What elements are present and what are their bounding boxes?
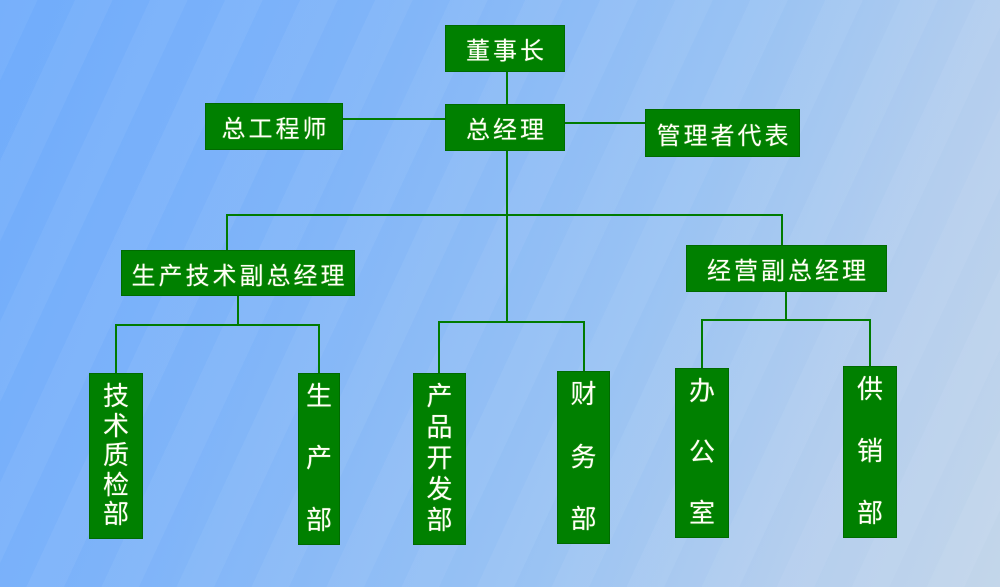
connector-drop-tech-qc [115, 324, 117, 373]
connector-drop-production-deputy [226, 214, 228, 250]
vertical-label-char: 部 [570, 505, 597, 535]
vertical-label-char: 质 [102, 441, 129, 471]
vertical-label-char: 检 [102, 470, 129, 501]
vertical-label-char: 供 [856, 375, 883, 405]
node-general-manager-label: 总经理 [466, 116, 547, 144]
vertical-label-char: 品 [426, 413, 453, 443]
node-finance-dept: 财务部 [557, 371, 610, 544]
node-production-tech-deputy-gm: 生产技术副总经理 [121, 250, 355, 296]
connector-production-deputy-down [237, 296, 239, 326]
vertical-label-char: 生 [305, 382, 332, 412]
vertical-label-char: 产 [305, 444, 332, 474]
connector-gm-down [506, 151, 508, 216]
vertical-label-char: 务 [570, 442, 597, 473]
node-chairman-label: 董事长 [466, 37, 547, 65]
node-product-development-dept: 产品开发部 [413, 373, 466, 545]
node-tech-quality-inspection-dept: 技术质检部 [89, 373, 143, 539]
node-management-representative: 管理者代表 [645, 109, 800, 157]
node-chief-engineer-label: 总工程师 [221, 115, 330, 143]
connector-drop-production-dept [318, 324, 320, 373]
vertical-label-char: 公 [688, 438, 715, 468]
vertical-label-char: 销 [856, 437, 883, 467]
vertical-label-char: 财 [570, 380, 597, 410]
connector-drop-product-dev [438, 321, 440, 373]
connector-chairman-gm [506, 72, 508, 104]
connector-drop-supply [869, 319, 871, 366]
node-management-representative-label: 管理者代表 [656, 121, 792, 150]
vertical-label-char: 发 [426, 475, 453, 505]
vertical-label-char: 术 [102, 411, 129, 442]
node-office: 办公室 [675, 368, 729, 538]
vertical-label-char: 部 [426, 506, 453, 536]
connector-right-bracket [701, 319, 871, 321]
node-chairman: 董事长 [445, 25, 565, 72]
connector-main-horizontal [226, 214, 783, 216]
node-production-dept: 生产部 [298, 373, 340, 545]
connector-center-down [506, 214, 508, 323]
connector-chief-engineer-gm [343, 118, 445, 120]
vertical-label-char: 部 [102, 500, 129, 530]
vertical-label-char: 室 [688, 499, 715, 529]
connector-drop-office [701, 319, 703, 368]
node-operations-deputy-gm-label: 经营副总经理 [707, 257, 869, 285]
vertical-label-char: 开 [426, 444, 453, 474]
vertical-label-char: 技 [102, 382, 129, 412]
node-chief-engineer: 总工程师 [205, 103, 343, 150]
connector-gm-management-rep [565, 122, 645, 124]
vertical-label-char: 部 [856, 499, 883, 529]
node-supply-marketing-dept: 供销部 [843, 366, 897, 538]
connector-mid-bracket [438, 321, 585, 323]
connector-left-bracket [115, 324, 320, 326]
vertical-label-char: 办 [688, 377, 715, 407]
connector-drop-operations-deputy [781, 214, 783, 245]
vertical-label-char: 部 [305, 506, 332, 536]
vertical-label-char: 产 [426, 382, 453, 412]
connector-drop-finance [583, 321, 585, 371]
node-general-manager: 总经理 [445, 104, 565, 151]
node-production-tech-deputy-gm-label: 生产技术副总经理 [131, 261, 348, 290]
connector-operations-deputy-down [785, 292, 787, 321]
node-operations-deputy-gm: 经营副总经理 [686, 245, 887, 292]
